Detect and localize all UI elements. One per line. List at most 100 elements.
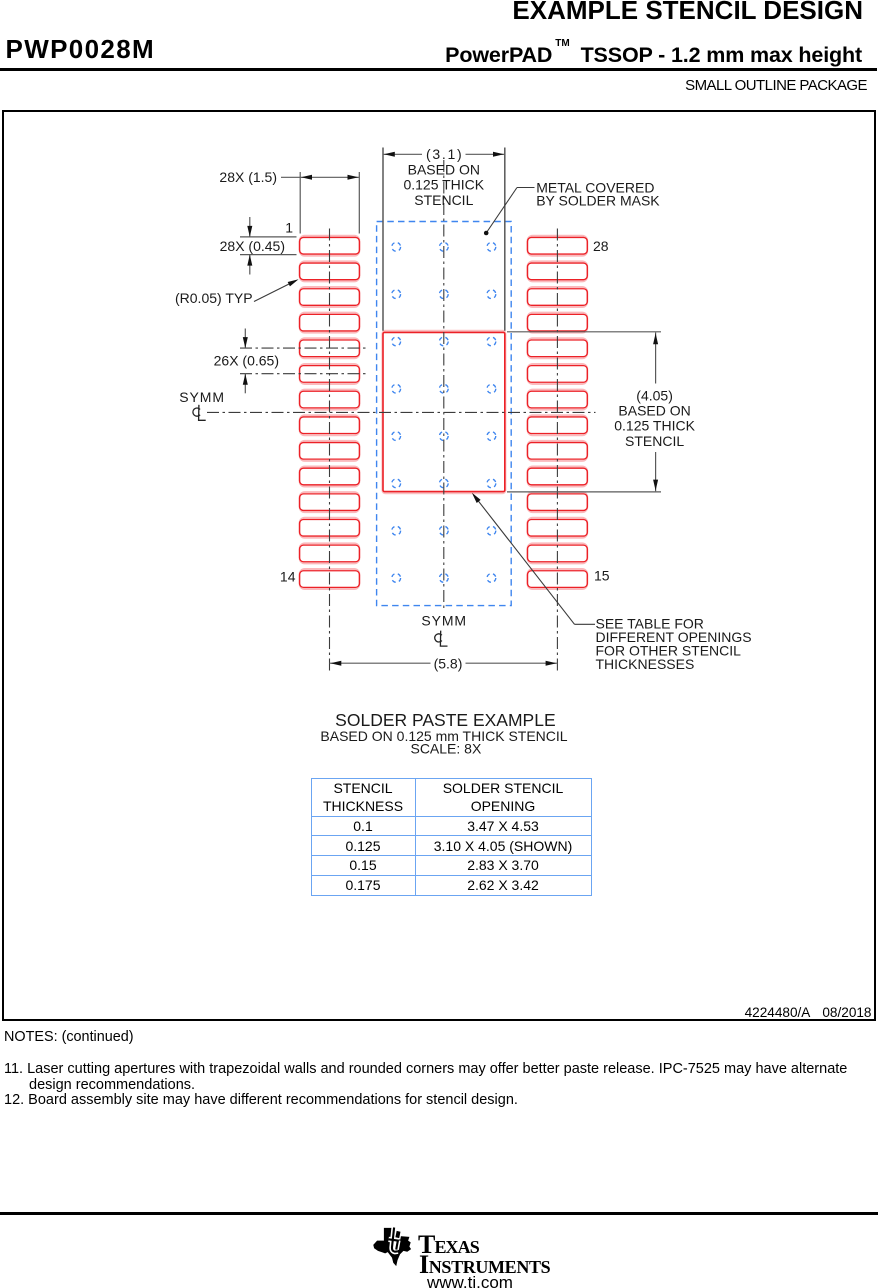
mask-callout: METAL COVERED	[536, 180, 654, 196]
drawing-label: 0.125 THICK	[614, 418, 695, 434]
thermal-via	[438, 383, 449, 394]
header-rule	[0, 67, 877, 72]
dimension-arrow	[301, 174, 312, 180]
dimension-arrow	[653, 479, 659, 491]
thermal-via	[438, 336, 449, 347]
note-12: 12. Board assembly site may have differe…	[4, 1092, 518, 1108]
dim-pad-height: 28X (0.45)	[220, 238, 285, 254]
thermal-via	[438, 289, 449, 300]
table-callout: THICKNESSES	[596, 656, 695, 672]
package-type-label: SMALL OUTLINE PACKAGE	[685, 77, 867, 95]
table-callout: FOR OTHER STENCIL	[596, 642, 742, 658]
stencil-pad	[298, 570, 361, 589]
thermal-via	[486, 336, 497, 347]
drawing-label: STENCIL	[625, 433, 684, 449]
thermal-via	[438, 525, 449, 536]
cell-thickness: 0.175	[310, 874, 416, 896]
dim-pad-width: 28X (1.5)	[219, 169, 277, 185]
centerline-icon	[192, 404, 206, 421]
ti-monogram	[388, 1226, 402, 1254]
dimension-arrow	[471, 492, 481, 504]
drawing-date: 08/2018	[822, 1005, 872, 1021]
drawing-line	[485, 187, 518, 234]
drawing-line	[253, 280, 296, 302]
thermal-via	[391, 289, 402, 300]
dim-span: (5.8)	[434, 655, 463, 671]
drawing-frame	[2, 110, 876, 1021]
pin-15-label: 15	[594, 568, 610, 584]
stencil-pad	[526, 570, 589, 589]
dim-pitch: 26X (0.65)	[214, 353, 279, 369]
notes-heading: NOTES: (continued)	[4, 1028, 134, 1045]
thermal-via	[391, 430, 402, 442]
dimension-arrow	[493, 151, 504, 157]
dimension-arrow	[653, 333, 659, 345]
trademark-symbol: TM	[555, 38, 570, 50]
symm-label-bottom: SYMM	[421, 613, 467, 629]
cell-opening: 2.62 X 3.42	[414, 874, 592, 896]
table-row: 0.1 3.47 X 4.53	[310, 815, 592, 837]
thermal-via	[438, 241, 449, 252]
package-descriptor: TSSOP - 1.2 mm max height	[580, 42, 863, 67]
cell-opening: 2.83 X 3.70	[414, 855, 592, 876]
ti-i-dot	[395, 1230, 401, 1238]
dimension-arrow	[383, 151, 395, 157]
cell-thickness: 0.15	[310, 855, 416, 876]
solder-mask-outline	[375, 220, 512, 607]
footer-rule	[0, 1211, 878, 1215]
dimension-arrow	[242, 373, 248, 385]
thermal-via	[391, 572, 402, 583]
table-row: 0.175 2.62 X 3.42	[310, 874, 592, 896]
thermal-via	[438, 478, 449, 489]
ti-monogram-letters	[388, 1226, 399, 1253]
part-number: PWP0028M	[5, 34, 156, 64]
symm-label-left: SYMM	[179, 389, 225, 405]
brand-texas: Texas	[418, 1229, 480, 1259]
dimension-arrow	[287, 279, 299, 287]
table-callout: SEE TABLE FOR	[596, 615, 704, 631]
thermal-via	[486, 289, 497, 300]
table-row: 0.15 2.83 X 3.70	[310, 855, 592, 876]
cell-opening: 3.10 X 4.05 (SHOWN)	[414, 835, 592, 857]
brand-instruments: Instruments	[419, 1249, 551, 1279]
pin-1-label: 1	[285, 219, 293, 235]
dim-opening-height: (4.05)	[636, 388, 673, 404]
thermal-via	[391, 525, 402, 536]
dimension-arrow	[247, 254, 253, 266]
drawing-line	[473, 494, 575, 625]
drawing-label: BASED ON	[408, 161, 480, 177]
thermal-via	[438, 572, 449, 583]
thermal-via	[486, 241, 497, 252]
thermal-via	[486, 572, 497, 583]
caption-subtitle: BASED ON 0.125 mm THICK STENCIL	[320, 728, 567, 744]
dimension-arrow	[247, 225, 253, 237]
table-callout: DIFFERENT OPENINGS	[596, 629, 752, 645]
document-title: EXAMPLE STENCIL DESIGN	[512, 0, 863, 25]
centerline-icon	[434, 630, 448, 647]
caption-scale: SCALE: 8X	[410, 741, 481, 757]
brand-name: PowerPAD	[445, 42, 553, 67]
note-11-line2: design recommendations.	[29, 1076, 196, 1093]
pin-14-label: 14	[280, 569, 296, 585]
note-11-line1: 11. Laser cutting apertures with trapezo…	[4, 1061, 848, 1077]
cell-thickness: 0.125	[310, 835, 416, 857]
thermal-via	[391, 478, 402, 489]
drawing-label: STENCIL	[414, 192, 473, 208]
thermal-via	[486, 478, 497, 489]
caption-title: SOLDER PASTE EXAMPLE	[335, 710, 555, 730]
website-link[interactable]: www.ti.com	[427, 1272, 513, 1288]
pin-28-label: 28	[593, 238, 609, 254]
thermal-via	[486, 383, 497, 394]
thermal-via	[486, 430, 497, 442]
dim-opening-width: (3.1)	[426, 146, 463, 162]
table-row: 0.125 3.10 X 4.05 (SHOWN)	[310, 835, 592, 857]
drawing-label: BASED ON	[618, 403, 690, 419]
thermal-via	[391, 383, 402, 394]
thermal-via	[391, 241, 402, 252]
